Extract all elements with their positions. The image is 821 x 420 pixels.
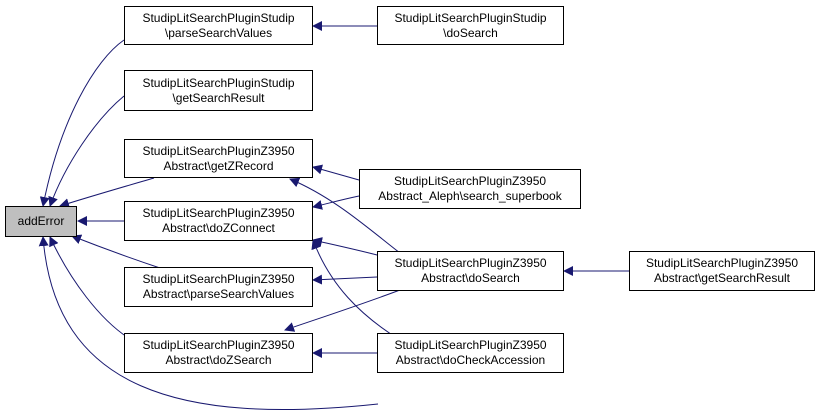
node-z-get-zrecord[interactable]: StudipLitSearchPluginZ3950 Abstract\getZ…: [124, 139, 313, 178]
node-label-line-1: StudipLitSearchPluginZ3950: [142, 206, 295, 220]
node-label-line-2: \doSearch: [443, 25, 498, 40]
node-label-line-1: StudipLitSearchPluginZ3950: [142, 338, 295, 352]
edge-z-dosearch-to-z-parse: [312, 274, 378, 285]
node-label-line-2: Abstract\getSearchResult: [653, 271, 791, 285]
node-label-line-2: Abstract\parseSearchValues: [142, 287, 295, 301]
edge-z-dozsearch-to-adderror: [49, 236, 131, 340]
node-z-do-search[interactable]: StudipLitSearchPluginZ3950 Abstract\doSe…: [377, 251, 564, 291]
node-z-parse-search-values[interactable]: StudipLitSearchPluginZ3950 Abstract\pars…: [124, 267, 313, 307]
node-label-line-2: Abstract\doCheckAccession: [395, 353, 546, 367]
node-label-line-1: StudipLitSearchPluginZ3950: [393, 174, 547, 188]
edge-z-aleph-to-z-doconnect: [312, 195, 360, 210]
edge-z-dosearch-to-z-doconnect: [312, 237, 378, 256]
node-label-line-2: \parseSearchValues: [164, 25, 273, 40]
node-ps-parse-search-values[interactable]: StudipLitSearchPluginStudip \parseSearch…: [124, 6, 313, 45]
node-label-line-1: StudipLitSearchPluginStudip: [142, 10, 295, 25]
edge-z-getzrecord-to-adderror: [59, 177, 155, 209]
node-label: addError: [17, 214, 65, 228]
node-ps-do-search[interactable]: StudipLitSearchPluginStudip \doSearch: [377, 6, 564, 45]
node-label-line-2: Abstract\doZConnect: [162, 221, 275, 235]
node-ps-get-search-result[interactable]: StudipLitSearchPluginStudip \getSearchRe…: [124, 70, 313, 111]
node-z-do-zconnect[interactable]: StudipLitSearchPluginZ3950 Abstract\doZC…: [124, 201, 313, 241]
node-z-aleph-search-superbook[interactable]: StudipLitSearchPluginZ3950 Abstract_Alep…: [359, 169, 581, 209]
edge-z-docheck-to-z-doconnect: [311, 239, 401, 341]
node-label-line-1: StudipLitSearchPluginZ3950: [142, 272, 295, 286]
node-label-line-1: StudipLitSearchPluginZ3950: [142, 143, 295, 158]
edge-z-dosearch-to-z-dozsearch: [284, 289, 401, 332]
node-z-get-search-result[interactable]: StudipLitSearchPluginZ3950 Abstract\getS…: [629, 251, 815, 291]
node-label-line-1: StudipLitSearchPluginStudip: [142, 75, 295, 90]
node-z-do-check-accession[interactable]: StudipLitSearchPluginZ3950 Abstract\doCh…: [377, 333, 564, 373]
node-label-line-1: StudipLitSearchPluginZ3950: [394, 338, 547, 352]
edge-z-parse-to-adderror: [71, 234, 161, 269]
node-z-do-zsearch[interactable]: StudipLitSearchPluginZ3950 Abstract\doZS…: [124, 333, 313, 373]
edge-ps-parse-to-adderror: [39, 39, 125, 207]
edge-z-dosearch-to-z-getzrecord: [289, 177, 401, 254]
node-label-line-2: Abstract_Aleph\search_superbook: [378, 189, 562, 203]
node-label-line-2: \getSearchResult: [172, 90, 265, 105]
node-adderror[interactable]: addError: [5, 206, 77, 237]
node-label-line-1: StudipLitSearchPluginZ3950: [645, 256, 799, 270]
node-label-line-2: Abstract\doSearch: [421, 271, 520, 285]
node-label-line-1: StudipLitSearchPluginStudip: [394, 10, 547, 25]
node-label-line-1: StudipLitSearchPluginZ3950: [394, 256, 547, 270]
node-label-line-2: Abstract\doZSearch: [165, 353, 272, 367]
edge-z-aleph-to-z-getzrecord: [312, 164, 360, 181]
edge-ps-getres-to-adderror: [48, 95, 125, 207]
edge-z-docheck-to-adderror: [38, 236, 379, 411]
node-label-line-2: Abstract\getZRecord: [163, 158, 274, 173]
